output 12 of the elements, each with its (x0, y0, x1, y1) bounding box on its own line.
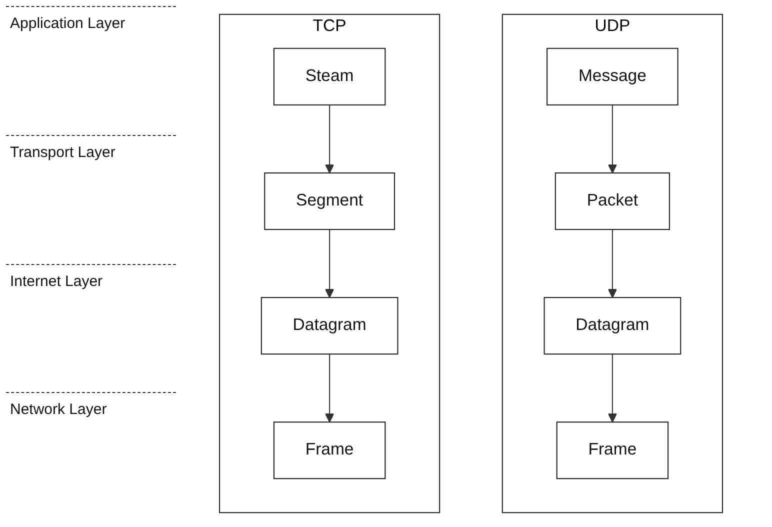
layer-label: Application Layer (10, 15, 126, 32)
process-box: Message (546, 48, 678, 106)
process-box: Segment (264, 172, 395, 230)
process-box: Datagram (544, 297, 682, 355)
process-box: Frame (556, 422, 669, 480)
layer-label: Network Layer (10, 401, 107, 418)
process-box: Packet (554, 172, 670, 230)
process-box: Datagram (260, 297, 398, 355)
process-box: Frame (273, 422, 386, 480)
process-box: Steam (273, 48, 386, 106)
layer-label: Internet Layer (10, 272, 103, 290)
layer-label: Transport Layer (10, 144, 116, 161)
